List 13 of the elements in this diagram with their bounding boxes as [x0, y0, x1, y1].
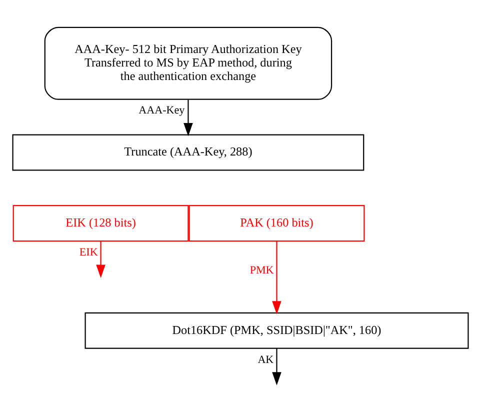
edge-label: PMK: [250, 264, 274, 277]
edge-label: EIK: [79, 246, 98, 258]
edge-label: AK: [258, 354, 274, 366]
node-box: Dot16KDF (PMK, SSID|BSID|"AK", 160): [84, 312, 469, 349]
edge-label: AAA-Key: [138, 104, 185, 117]
node-box: Truncate (AAA-Key, 288): [12, 134, 364, 171]
node-box: AAA-Key- 512 bit Primary Authorization Key Transferred to MS by EAP method, during the authentication exchange: [44, 26, 332, 100]
arrow: [184, 100, 193, 136]
node-box: EIK (128 bits): [12, 205, 189, 242]
arrow: [272, 348, 282, 386]
arrow: [96, 241, 106, 278]
node-box: PAK (160 bits): [188, 205, 365, 242]
arrow: [272, 241, 282, 314]
